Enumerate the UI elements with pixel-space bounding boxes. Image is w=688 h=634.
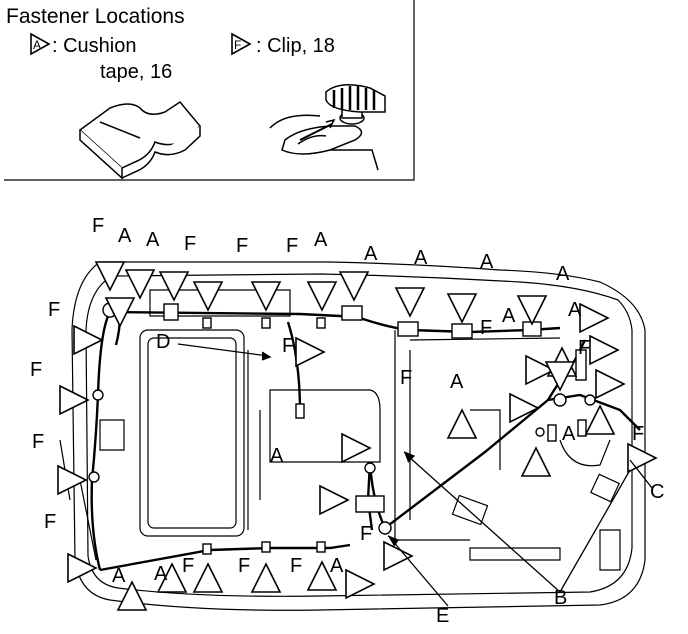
fastener-triangle-icon <box>250 281 282 312</box>
fastener-triangle-icon <box>595 368 626 400</box>
cushion-tape-marker-label: A <box>562 423 576 445</box>
fastener-triangle-icon <box>192 281 224 312</box>
cushion-tape-marker-label: A <box>330 555 344 577</box>
clip-marker-label: F <box>236 235 249 257</box>
cushion-tape-marker-label: A <box>450 371 464 393</box>
clip-marker-label: F <box>182 555 195 577</box>
cushion-symbol-icon: A <box>30 32 51 56</box>
legend-cushion-label: : Cushion <box>52 35 137 57</box>
clip-marker-label: F <box>290 555 303 577</box>
clip-marker-label: F <box>92 215 105 237</box>
fastener-triangle-icon <box>516 295 548 326</box>
cushion-tape-marker-label: A <box>480 251 494 273</box>
callout-leaders <box>177 343 653 607</box>
legend-cushion-label-cont: tape, 16 <box>100 61 173 83</box>
fastener-triangle-icon <box>192 562 224 593</box>
svg-text:A: A <box>33 38 41 52</box>
fastener-triangle-icon <box>544 361 576 392</box>
cushion-tape-marker-label: A <box>502 305 516 327</box>
fastener-triangle-icon <box>250 562 282 593</box>
clip-marker-label: F <box>184 233 197 255</box>
fastener-triangle-icon <box>319 484 350 516</box>
cushion-tape-marker-label: A <box>118 225 132 247</box>
fastener-triangle-icon <box>525 354 556 386</box>
fastener-triangle-icon <box>383 540 414 572</box>
cushion-tape-marker-label: A <box>270 445 284 467</box>
connectors <box>88 302 596 555</box>
fastener-triangle-icon <box>67 552 98 584</box>
cushion-tape-marker-label: A <box>314 229 328 251</box>
fastener-triangle-icon <box>509 392 540 424</box>
fastener-triangle-icon <box>446 293 478 324</box>
cushion-tape-marker-label: A <box>112 565 126 587</box>
clip-marker-label: F <box>286 235 299 257</box>
fastener-triangle-icon <box>306 560 338 591</box>
cushion-tape-illustration <box>78 101 202 180</box>
cushion-tape-marker-label: A <box>414 247 428 269</box>
callout-c: C <box>650 481 665 503</box>
clip-marker-label: F <box>30 359 43 381</box>
fastener-triangle-icon <box>520 446 552 477</box>
fastener-triangle-icon <box>59 384 90 416</box>
fastener-triangle-icon <box>156 562 188 593</box>
fastener-triangle-icon <box>394 287 426 318</box>
clip-marker-label: F <box>32 431 45 453</box>
cushion-tape-marker-label: A <box>364 243 378 265</box>
clip-marker-label: F <box>480 317 493 339</box>
fastener-triangle-icon <box>446 408 478 439</box>
clip-symbol-icon: F <box>231 32 252 56</box>
fastener-triangle-icon <box>579 302 610 334</box>
fastener-triangle-icon <box>73 324 104 356</box>
legend-clip-label: : Clip, 18 <box>256 35 335 57</box>
clip-marker-label: F <box>400 367 413 389</box>
callout-b: B <box>554 587 568 609</box>
clip-illustration <box>269 84 386 171</box>
fastener-triangle-icon <box>589 334 620 366</box>
fastener-triangle-icon <box>627 442 658 474</box>
fastener-markers <box>57 261 658 611</box>
fastener-triangle-icon <box>345 568 376 600</box>
fastener-triangle-icon <box>341 432 372 464</box>
fastener-triangle-icon <box>94 261 126 292</box>
fastener-triangle-icon <box>57 464 88 496</box>
svg-text:F: F <box>234 38 241 52</box>
cushion-tape-marker-label: A <box>568 299 582 321</box>
fastener-triangle-icon <box>584 404 616 435</box>
body-outline <box>59 261 646 611</box>
callout-e: E <box>436 605 450 627</box>
legend-frame <box>4 0 415 181</box>
cushion-tape-marker-label: A <box>146 229 160 251</box>
fastener-triangle-icon <box>104 297 136 328</box>
cushion-tape-marker-label: A <box>154 563 168 585</box>
fastener-triangle-icon <box>124 269 156 300</box>
fastener-triangle-icon <box>116 580 148 611</box>
clip-marker-label: F <box>282 335 295 357</box>
clip-marker-label: F <box>578 337 591 359</box>
clip-marker-label: F <box>48 299 61 321</box>
fastener-triangle-icon <box>306 281 338 312</box>
figure-title: Fastener Locations <box>6 5 185 28</box>
clip-marker-label: F <box>238 555 251 577</box>
callout-d: D <box>156 331 171 353</box>
clip-marker-label: F <box>632 423 645 445</box>
cushion-tape-marker-label: A <box>556 263 570 285</box>
fastener-triangle-icon <box>295 336 326 368</box>
fastener-triangle-icon <box>158 271 190 302</box>
fastener-triangle-icon <box>338 271 370 302</box>
clip-marker-label: F <box>44 511 57 533</box>
clip-marker-label: F <box>360 523 373 545</box>
